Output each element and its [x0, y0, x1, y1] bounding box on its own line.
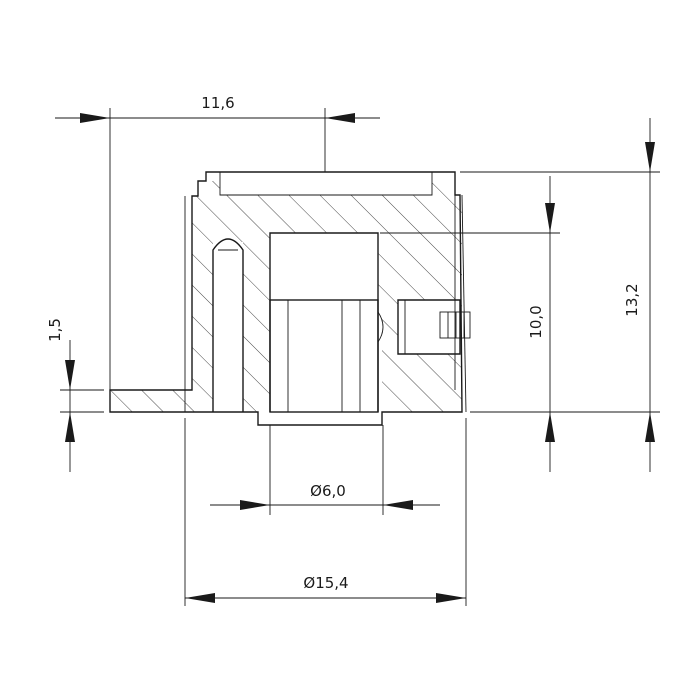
dimension-1-5: 1,5: [46, 318, 104, 472]
dim-label-1-5: 1,5: [46, 318, 64, 342]
dimension-diameter-15-4: Ø15,4: [184, 418, 467, 606]
dimension-10-0: 10,0: [470, 176, 560, 472]
section-hatching: [110, 181, 462, 412]
dim-label-diameter-15-4: Ø15,4: [303, 574, 348, 592]
dim-label-10-0: 10,0: [527, 305, 545, 338]
dimension-11-6: 11,6: [55, 94, 380, 390]
dimension-13-2: 13,2: [460, 118, 660, 472]
dim-label-11-6: 11,6: [201, 94, 234, 112]
dim-label-13-2: 13,2: [623, 283, 641, 316]
dimension-diameter-6: Ø6,0: [210, 425, 440, 515]
dim-label-diameter-6: Ø6,0: [310, 482, 346, 500]
knob-outline: [109, 171, 560, 426]
